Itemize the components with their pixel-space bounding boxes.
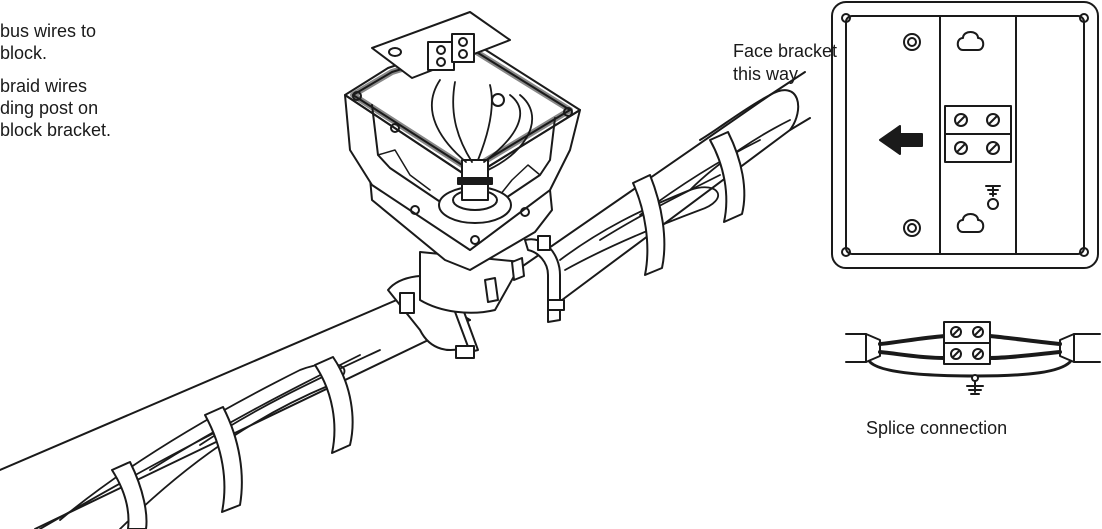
- strap-lower-left: [111, 356, 354, 529]
- direction-arrow-icon: [879, 125, 923, 155]
- instruction-line-1a: bus wires to: [0, 21, 97, 41]
- instruction-line-2b: ding post on: [0, 98, 99, 118]
- instruction-line-2a: braid wires: [0, 76, 88, 96]
- internal-wires: [430, 79, 533, 171]
- face-bracket-label-line2: this way: [733, 64, 799, 84]
- terminal-block-in-box: [371, 11, 511, 107]
- splice-connection-detail: [845, 321, 1101, 395]
- face-bracket-label-line1: Face bracket: [733, 41, 838, 61]
- junction-box-stand: [419, 251, 525, 314]
- instruction-line-1b: block.: [0, 43, 48, 63]
- splice-connection-label: Splice connection: [866, 418, 1008, 438]
- face-bracket-detail: [831, 1, 1099, 269]
- strap-upper-right: [632, 131, 746, 276]
- instruction-line-2c: block bracket.: [0, 120, 112, 140]
- cable-entry-gland: [438, 159, 512, 224]
